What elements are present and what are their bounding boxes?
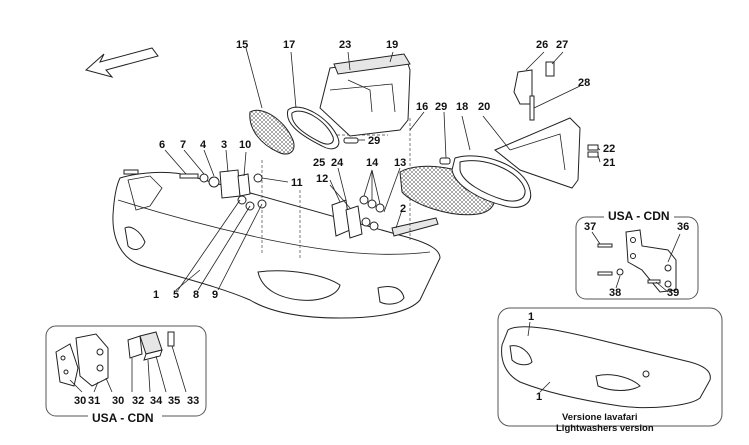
label-19: 19 [386, 39, 398, 51]
lightwasher-caption-en: Lightwashers version [556, 423, 654, 434]
bracket-12 [331, 199, 363, 239]
label-7: 7 [180, 139, 186, 151]
label-3: 3 [221, 139, 227, 151]
label-4: 4 [200, 139, 207, 151]
label-33: 33 [187, 395, 199, 407]
label-30: 30 [74, 395, 86, 407]
label-30b: 30 [112, 395, 124, 407]
label-38: 38 [609, 287, 621, 299]
label-34: 34 [150, 395, 163, 407]
screw-29-left [343, 137, 359, 144]
label-14: 14 [366, 157, 379, 169]
inset-caption-usa-cdn-right: USA - CDN [608, 209, 670, 223]
inset-usa-cdn-left: USA - CDN 30 31 30 32 34 35 33 [45, 325, 207, 425]
label-22: 22 [603, 143, 615, 155]
label-11: 11 [291, 177, 303, 189]
label-37: 37 [584, 221, 596, 233]
bracket-10 [237, 173, 251, 197]
grille-frame-17 [286, 106, 340, 150]
direction-arrow-icon [84, 47, 159, 78]
label-35: 35 [168, 395, 180, 407]
label-15: 15 [236, 39, 248, 51]
label-20: 20 [478, 101, 490, 113]
front-bumper [112, 171, 441, 319]
label-2: 2 [400, 203, 406, 215]
washer-4 [208, 176, 220, 188]
bracket-3 [219, 169, 241, 199]
label-29a: 29 [368, 135, 380, 147]
label-29b: 29 [435, 101, 447, 113]
label-6: 6 [159, 139, 165, 151]
label-18: 18 [456, 101, 468, 113]
label-27: 27 [556, 39, 568, 51]
label-31: 31 [88, 395, 100, 407]
label-26: 26 [536, 39, 548, 51]
label-12: 12 [316, 173, 328, 185]
label-21: 21 [603, 157, 615, 169]
screws-21-22 [587, 144, 599, 158]
bolt-left [123, 169, 139, 175]
label-5: 5 [173, 289, 179, 301]
inset-label-1: 1 [536, 391, 542, 403]
nuts-14 [359, 195, 385, 231]
label-10: 10 [239, 139, 251, 151]
screw-28 [529, 95, 535, 121]
label-17: 17 [283, 39, 295, 51]
label-9: 9 [212, 289, 218, 301]
bush-27 [545, 61, 555, 77]
label-13: 13 [394, 157, 406, 169]
label-24: 24 [331, 157, 344, 169]
label-23: 23 [339, 39, 351, 51]
label-8: 8 [193, 289, 199, 301]
label-16: 16 [416, 101, 428, 113]
bracket-26 [513, 69, 533, 105]
label-32: 32 [132, 395, 144, 407]
washer-7 [199, 173, 209, 183]
grille-mesh-15 [249, 109, 295, 155]
inset-label-1-top: 1 [528, 311, 534, 323]
label-39: 39 [667, 287, 679, 299]
inset-usa-cdn-right: USA - CDN 37 36 38 39 [575, 209, 699, 300]
inset-caption-usa-cdn-left: USA - CDN [92, 411, 154, 425]
inset-lightwasher: 1 1 Versione lavafari Lightwashers versi… [497, 307, 723, 434]
lightwasher-caption-it: Versione lavafari [562, 412, 638, 423]
air-duct-right [494, 117, 581, 189]
label-1: 1 [153, 289, 159, 301]
nut-11 [253, 173, 263, 183]
screw-6 [179, 173, 199, 179]
air-duct-left [319, 53, 411, 137]
label-28: 28 [578, 77, 590, 89]
label-36: 36 [677, 221, 689, 233]
label-25: 25 [313, 157, 325, 169]
screw-29-right [439, 157, 451, 165]
leader-lines [164, 47, 601, 291]
grille-frame-18 [451, 155, 532, 208]
